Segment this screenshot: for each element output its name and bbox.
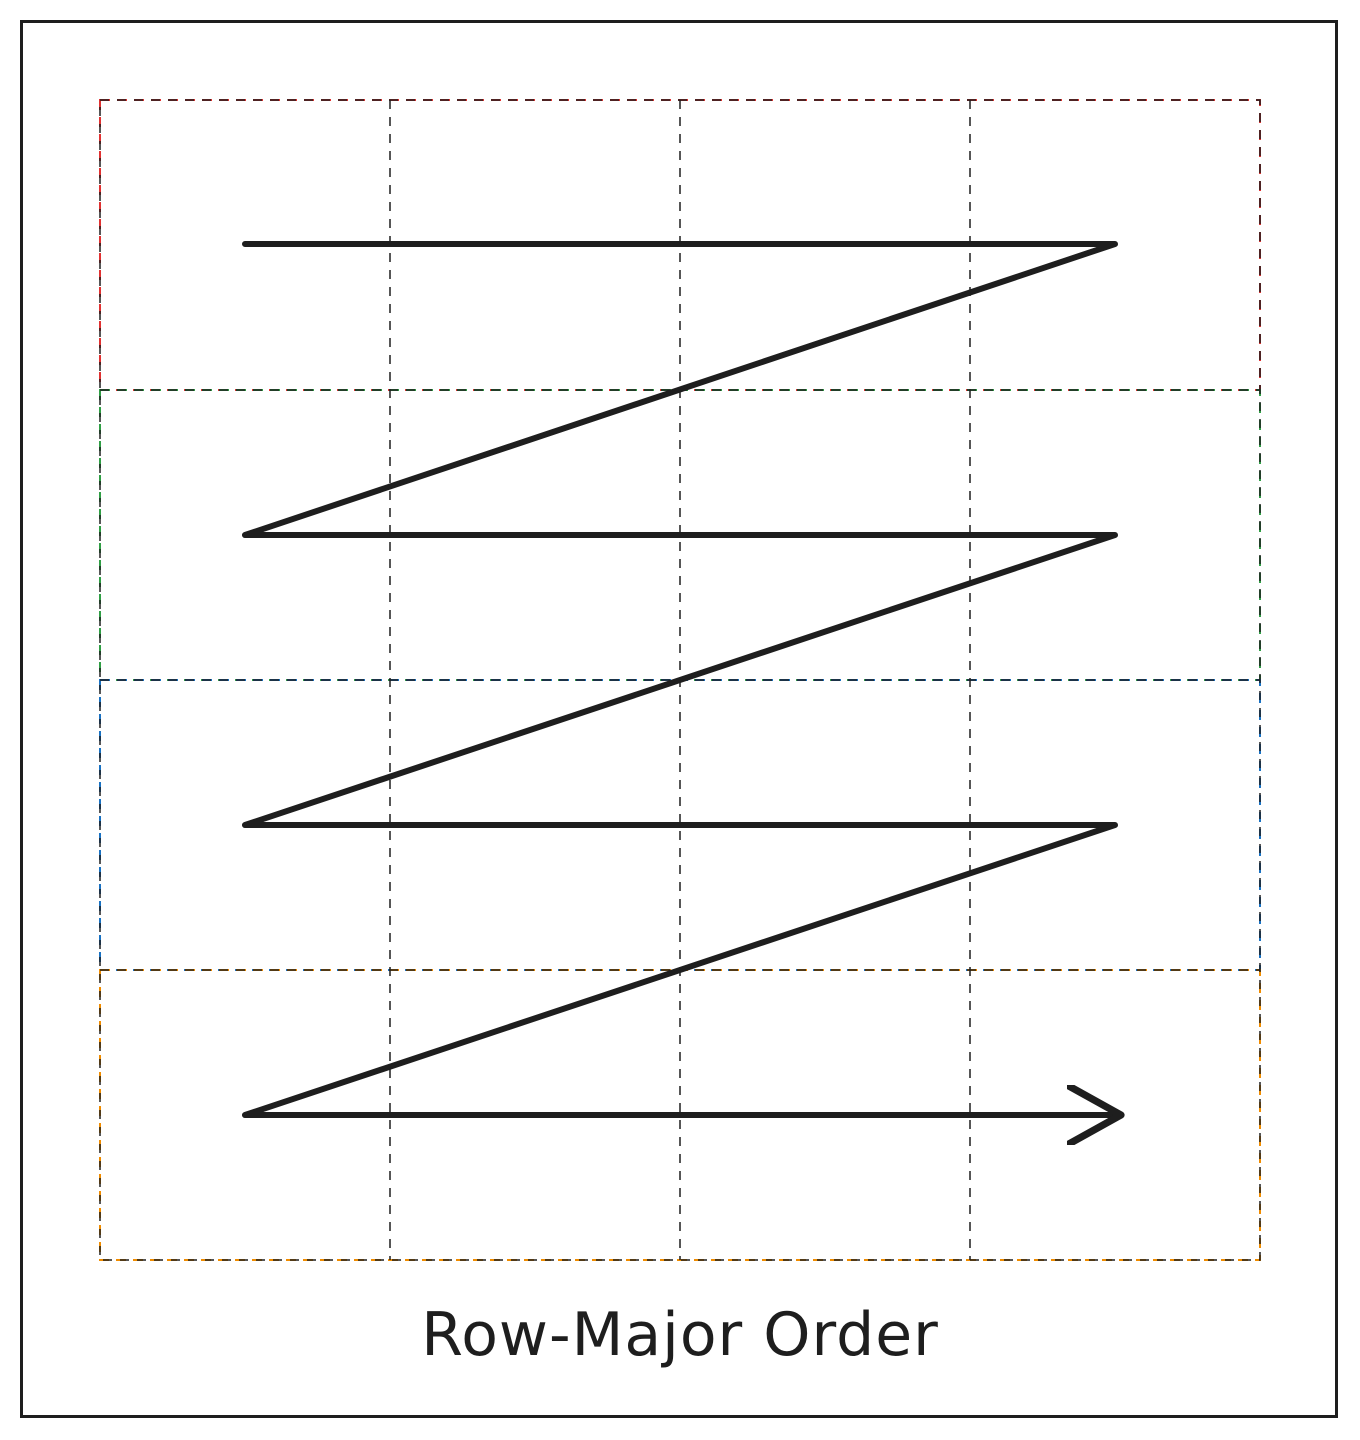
- outer-frame: [20, 20, 1338, 1418]
- traversal-path: [242, 241, 1115, 1115]
- diagram-caption: Row-Major Order: [421, 1300, 939, 1370]
